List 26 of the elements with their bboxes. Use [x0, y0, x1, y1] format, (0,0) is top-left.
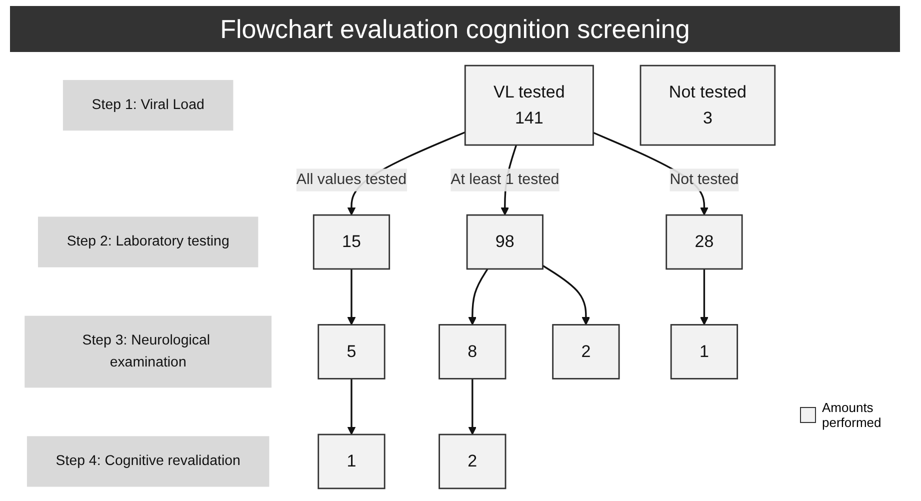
node-box: Step 1: Viral Load [62, 80, 234, 131]
arrow [347, 378, 356, 435]
node-box: Not tested 3 [640, 64, 776, 146]
node-box: 15 [312, 214, 390, 270]
edge-label: At least 1 tested [450, 172, 560, 188]
node-box: 1 [318, 434, 386, 490]
node-box: Step 3: Neurological examination [24, 316, 272, 388]
node-box: 98 [466, 214, 544, 270]
arrow [468, 378, 477, 435]
edge-label: Not tested [670, 172, 739, 188]
node-box: 5 [318, 324, 386, 380]
arrow [468, 268, 488, 326]
node-box: 28 [666, 214, 743, 270]
node-box: Step 2: Laboratory testing [38, 216, 258, 268]
node-box: 8 [438, 324, 506, 380]
node-box: VL tested 141 [464, 64, 594, 146]
legend-text: Amounts performed [822, 400, 882, 430]
title-banner: Flowchart evaluation cognition screening [10, 6, 900, 52]
edge-label: All values tested [296, 172, 407, 188]
node-box: 1 [670, 324, 738, 380]
node-box: 2 [438, 434, 506, 490]
arrow [347, 268, 356, 326]
arrow [700, 268, 708, 326]
node-box: Step 4: Cognitive revalidation [26, 436, 270, 487]
node-box: 2 [552, 324, 620, 380]
arrow [542, 264, 590, 326]
